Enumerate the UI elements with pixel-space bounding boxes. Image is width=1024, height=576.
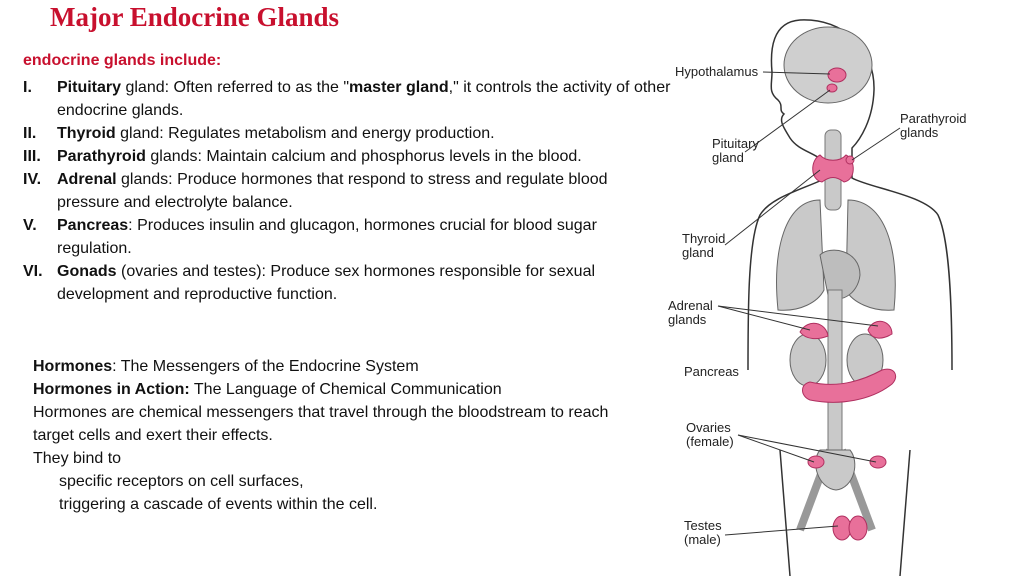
gland-name: Pancreas <box>57 217 129 234</box>
leader-hypothalamus <box>762 71 831 75</box>
gland-description: glands: Maintain calcium and phosphorus … <box>145 148 582 165</box>
list-numeral: III. <box>23 148 41 165</box>
right-lung <box>845 199 896 311</box>
brain <box>783 26 873 104</box>
gland-description: glands: Produce hormones that respond to… <box>57 171 608 211</box>
gland-name: Adrenal <box>57 171 117 188</box>
gland-description: gland: Often referred to as the " <box>121 79 350 96</box>
aorta <box>827 289 843 451</box>
list-item: I. Pituitary gland: Often referred to as … <box>23 76 673 122</box>
hormones-bind-text: They bind to <box>33 450 122 467</box>
leader-thyroid <box>724 169 821 246</box>
list-item: V. Pancreas: Produces insulin and glucago… <box>23 214 673 260</box>
label-testes: Testes(male) <box>684 518 722 547</box>
hormones-action: Hormones in Action: The Language of Chem… <box>33 378 653 401</box>
label-pancreas: Pancreas <box>684 364 739 379</box>
thyroid-gland <box>812 154 854 183</box>
leader-testes <box>724 525 839 536</box>
hormones-receptors: specific receptors on cell surfaces, <box>59 473 304 490</box>
label-ovaries: Ovaries(female) <box>686 420 734 449</box>
pancreas-gland <box>802 368 897 403</box>
list-numeral: VI. <box>23 263 43 280</box>
gland-description: gland: Regulates metabolism and energy p… <box>115 125 495 142</box>
leader-ovary-left <box>737 434 815 463</box>
gland-description: (ovaries and testes): Produce sex hormon… <box>57 263 596 303</box>
list-numeral: V. <box>23 217 37 234</box>
page-title: Major Endocrine Glands <box>50 2 340 32</box>
label-hypothalamus: Hypothalamus <box>675 64 759 79</box>
hormones-action-bold: Hormones in Action: <box>33 381 190 398</box>
hormones-cascade: triggering a cascade of events within th… <box>59 496 378 513</box>
gland-list: I. Pituitary gland: Often referred to as … <box>23 76 673 306</box>
hormones-bold: Hormones <box>33 358 113 375</box>
hormones-definition: Hormones are chemical messengers that tr… <box>33 404 609 444</box>
hormones-action-text: The Language of Chemical Communication <box>189 381 502 398</box>
left-ovary <box>807 455 825 469</box>
gland-emphasis: master gland <box>349 79 449 96</box>
hormones-section: Hormones: The Messengers of the Endocrin… <box>33 355 653 516</box>
hypothalamus-gland <box>827 67 847 83</box>
left-testis <box>832 515 852 541</box>
gland-description-end: ," it controls the activity of other end… <box>57 79 671 119</box>
leader-parathyroid <box>851 127 901 161</box>
hormones-heading: Hormones: The Messengers of the Endocrin… <box>33 355 653 378</box>
parathyroid-gland <box>845 155 855 165</box>
list-numeral: II. <box>23 125 37 142</box>
list-item: III. Parathyroid glands: Maintain calcium… <box>23 145 673 168</box>
gland-name: Gonads <box>57 263 117 280</box>
right-ovary <box>869 455 887 469</box>
gland-name: Pituitary <box>57 79 122 96</box>
right-adrenal-gland <box>867 320 893 339</box>
left-lung <box>776 199 825 311</box>
legs-outline <box>779 449 911 576</box>
list-item: II. Thyroid gland: Regulates metabolism a… <box>23 122 673 145</box>
leader-ovary-right <box>737 434 877 463</box>
intro-heading: endocrine glands include: <box>23 52 222 69</box>
left-adrenal-gland <box>799 322 829 340</box>
list-numeral: I. <box>23 79 32 96</box>
gland-description: : Produces insulin and glucagon, hormone… <box>57 217 597 257</box>
list-item: IV. Adrenal glands: Produce hormones that… <box>23 168 673 214</box>
leader-adrenal-left <box>717 305 811 331</box>
list-numeral: IV. <box>23 171 42 188</box>
list-item: VI. Gonads (ovaries and testes): Produce … <box>23 260 673 306</box>
hormones-subtitle: : The Messengers of the Endocrine System <box>112 358 419 375</box>
gland-name: Thyroid <box>57 125 116 142</box>
left-kidney <box>789 333 827 387</box>
right-testis <box>848 515 868 541</box>
leader-adrenal-right <box>717 305 879 327</box>
gland-name: Parathyroid <box>57 148 146 165</box>
leader-pituitary <box>744 89 831 153</box>
